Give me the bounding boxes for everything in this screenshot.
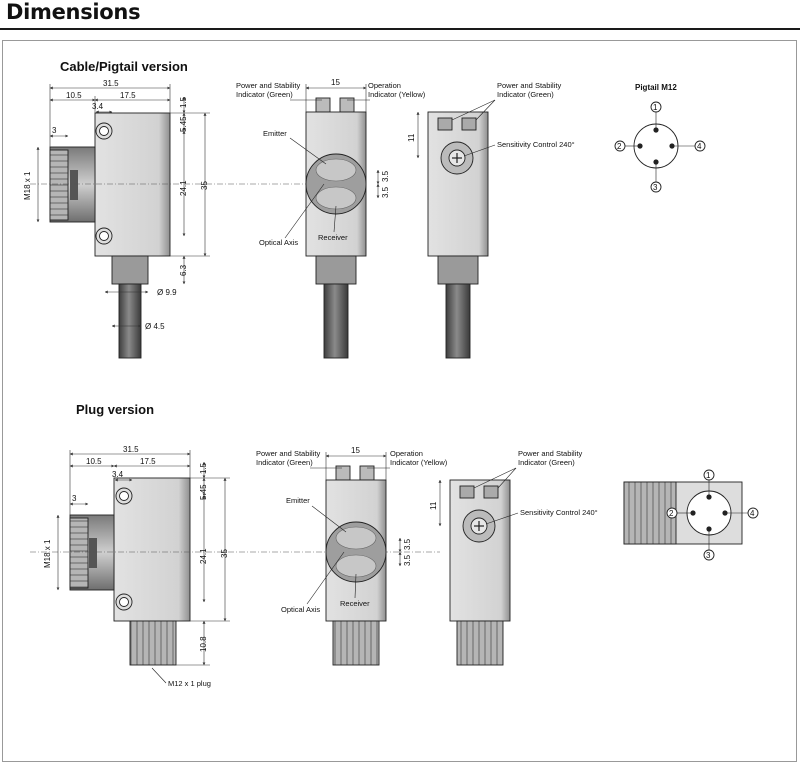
cable-optical-axis-label: Optical Axis — [259, 238, 298, 247]
plug-pin-1: 1 — [706, 471, 711, 480]
cable-dim-sleeve: Ø 9.9 — [157, 288, 177, 297]
cable-dim-hole-top: 5.45 — [179, 116, 188, 132]
cable-dim-hole-spacing: 24.1 — [179, 180, 188, 196]
plug-thread-label: M12 x 1 plug — [168, 679, 211, 688]
plug-front-width: 15 — [351, 446, 360, 455]
plug-pin-2: 2 — [669, 509, 674, 518]
plug-dim-plug-len: 10.8 — [199, 636, 208, 652]
plug-dim-top-gap: 1.5 — [199, 462, 208, 474]
receiver-lens — [315, 186, 357, 210]
pin-4: 4 — [697, 142, 702, 151]
cable-dim-neck: 6.3 — [179, 264, 188, 276]
plug-dim-total: 31.5 — [123, 445, 139, 454]
cable-dim-total: 31.5 — [103, 79, 119, 88]
plug-dim-thread: M18 x 1 — [43, 539, 52, 568]
plug-section-heading: Plug version — [76, 402, 154, 417]
cable-lens-spacing-b: 3.5 — [381, 186, 390, 198]
cable-side-cable — [118, 283, 142, 359]
plug-optical-axis-label: Optical Axis — [281, 605, 320, 614]
cable-dim-cable: Ø 4.5 — [145, 322, 165, 331]
cable-dim-left: 10.5 — [66, 91, 82, 100]
cable-pinout: Pigtail M12 1 2 3 4 — [614, 83, 706, 193]
plug-dim-hole-top: 5.45 — [199, 484, 208, 500]
plug-side-connector — [129, 620, 177, 666]
cable-dim-top-gap: 1.5 — [179, 96, 188, 108]
plug-dim-hole-spacing: 24.1 — [199, 548, 208, 564]
plug-lens-spacing-b: 3.5 — [403, 554, 412, 566]
plug-pinout: 1 2 3 4 — [623, 469, 759, 561]
plug-receiver-label: Receiver — [340, 599, 370, 608]
cable-dim-hole-offset: 3.4 — [92, 102, 104, 111]
cable-side-view: 31.5 10.5 17.5 3.4 3 1.5 5.45 24.1 35 6.… — [23, 79, 350, 359]
pinout-title: Pigtail M12 — [635, 83, 677, 92]
cable-rear-led-height: 11 — [407, 133, 416, 142]
cable-rear-body — [427, 111, 489, 257]
emitter-lens — [315, 158, 357, 182]
cable-side-thread-slot — [70, 170, 78, 200]
plug-emitter-label: Emitter — [286, 496, 310, 505]
cable-lens-spacing: 3.5 — [381, 170, 390, 182]
cable-dim-height: 35 — [200, 181, 209, 190]
cable-front-width: 15 — [331, 78, 340, 87]
plug-dim-right: 17.5 — [140, 457, 156, 466]
cable-dim-thread: M18 x 1 — [23, 171, 32, 200]
cable-dim-right: 17.5 — [120, 91, 136, 100]
cable-side-thread-ridges — [49, 149, 69, 221]
cable-emitter-label: Emitter — [263, 129, 287, 138]
pin-3: 3 — [653, 183, 658, 192]
cable-side-sleeve — [111, 255, 149, 285]
plug-sensitivity-label: Sensitivity Control 240° — [520, 508, 598, 517]
plug-pin-3: 3 — [706, 551, 711, 560]
title-rule — [0, 28, 800, 30]
plug-dim-height: 35 — [220, 549, 229, 558]
plug-lens-spacing: 3.5 — [403, 538, 412, 550]
plug-rear-body — [449, 479, 511, 622]
cable-rear-cable — [445, 283, 471, 359]
cable-receiver-label: Receiver — [318, 233, 348, 242]
plug-dim-hole-offset: 3.4 — [112, 470, 124, 479]
cable-section-heading: Cable/Pigtail version — [60, 59, 188, 74]
plug-rear-led-height: 11 — [429, 501, 438, 510]
cable-sensitivity-label: Sensitivity Control 240° — [497, 140, 575, 149]
page-title: Dimensions — [6, 0, 141, 24]
pin-1: 1 — [653, 103, 658, 112]
drawing-frame — [2, 40, 797, 762]
plug-pin-4: 4 — [750, 509, 755, 518]
cable-dim-flange: 3 — [52, 126, 57, 135]
pin-2: 2 — [617, 142, 622, 151]
plug-dim-left: 10.5 — [86, 457, 102, 466]
plug-dim-flange: 3 — [72, 494, 77, 503]
cable-front-cable — [323, 283, 349, 359]
plug-side-view: 31.5 10.5 17.5 3.4 3 1.5 5.45 24.1 35 10… — [30, 445, 440, 688]
